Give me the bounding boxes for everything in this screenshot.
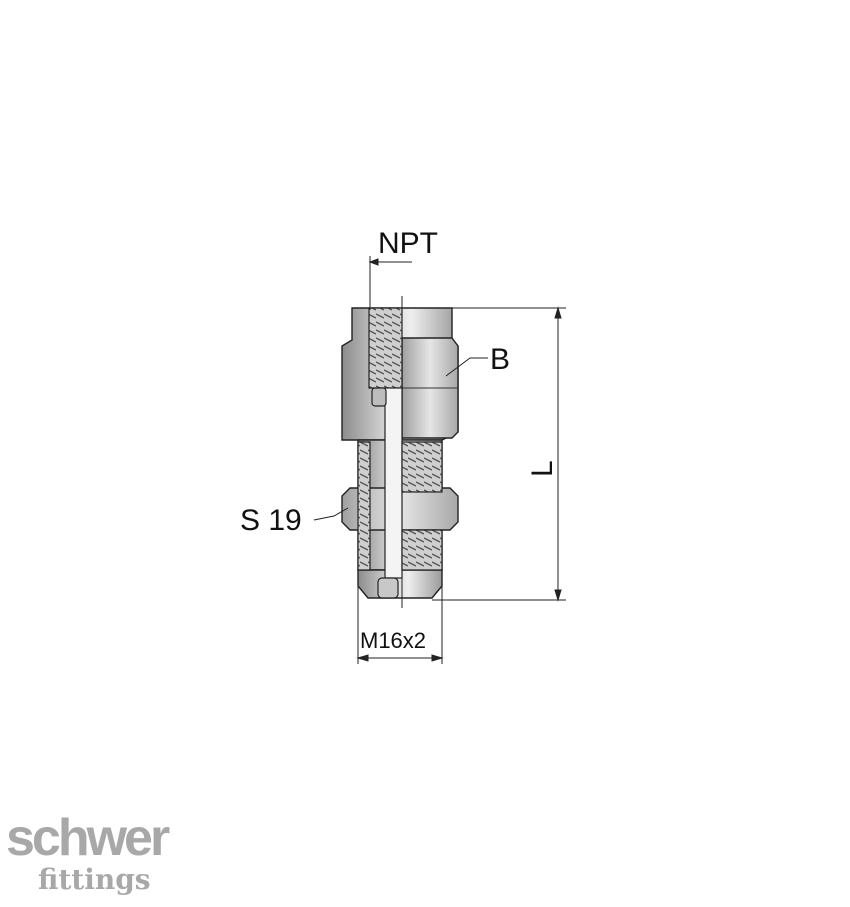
m16-label: M16x2: [360, 628, 426, 653]
dimension-lines: [313, 256, 566, 664]
section-view: [357, 296, 443, 608]
logo-schwer: schwer: [6, 809, 170, 867]
b-label: B: [490, 343, 510, 376]
logo-fittings: fittings: [38, 863, 151, 896]
l-label: L: [526, 460, 559, 477]
s19-label: S 19: [240, 504, 302, 537]
npt-label: NPT: [378, 227, 438, 260]
